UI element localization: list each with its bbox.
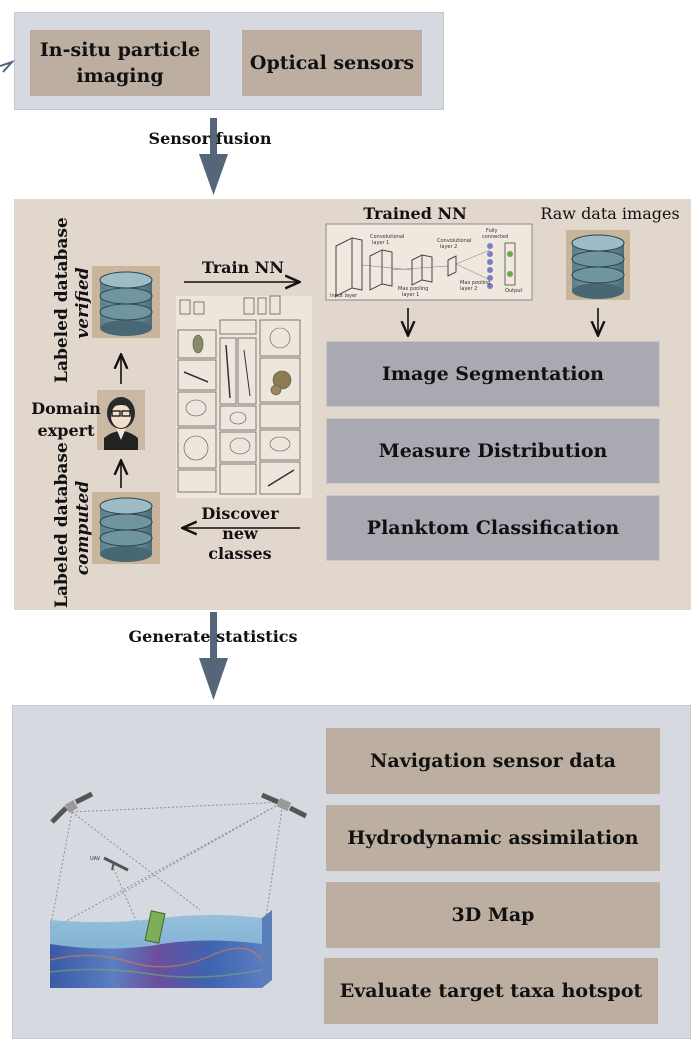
sensor-fusion-arrow: [199, 118, 228, 195]
hydrodynamic-label: Hydrodynamic assimilation: [347, 827, 639, 849]
database-raw-icon: [566, 230, 630, 300]
svg-text:Convolutional: Convolutional: [370, 234, 404, 240]
plankton-classification-label: Planktom Classification: [366, 517, 620, 539]
measure-distribution-label: Measure Distribution: [378, 440, 608, 462]
discover-new-classes-label: Discover new classes: [201, 504, 279, 563]
satellite-right-icon: [260, 792, 308, 819]
incoming-arrow: [0, 59, 16, 73]
svg-text:Convolutional: Convolutional: [437, 238, 471, 244]
svg-text:Output: Output: [505, 288, 522, 294]
svg-text:layer 1: layer 1: [372, 240, 389, 246]
trained-nn-label: Trained NN: [363, 204, 467, 223]
train-nn-label: Train NN: [201, 258, 285, 277]
domain-expert-label: Domain expert: [31, 399, 101, 440]
labeled-computed-line1: Labeled database: [52, 442, 72, 608]
navigation-sensor-label: Navigation sensor data: [370, 750, 616, 772]
svg-text:layer 1: layer 1: [402, 292, 419, 298]
hotspot-box: Evaluate target taxa hotspot: [324, 958, 658, 1024]
raw-data-images-label: Raw data images: [540, 204, 680, 223]
svg-text:Max pooling: Max pooling: [460, 280, 490, 286]
svg-text:Fully: Fully: [486, 228, 498, 234]
optical-sensors-label: Optical sensors: [249, 52, 415, 74]
sensor-fusion-label: Sensor fusion: [148, 129, 272, 148]
hotspot-label: Evaluate target taxa hotspot: [339, 980, 643, 1002]
labeled-computed-line2: computed: [73, 480, 93, 576]
image-segmentation-box: Image Segmentation: [326, 341, 660, 407]
plankton-classification-box: Planktom Classification: [326, 495, 660, 561]
svg-text:Input layer: Input layer: [330, 293, 358, 299]
generate-statistics-arrow: [199, 612, 228, 700]
plankton-sample-grid: [176, 295, 312, 498]
labeled-verified-label: Labeled database verified: [52, 217, 96, 383]
3d-map-illustration: UAV: [49, 791, 308, 988]
database-verified-icon: [92, 266, 160, 338]
generate-statistics-label: Generate statistics: [128, 627, 298, 646]
navigation-sensor-box: Navigation sensor data: [326, 728, 660, 794]
labeled-verified-line1: Labeled database: [52, 217, 72, 383]
hydrodynamic-box: Hydrodynamic assimilation: [326, 805, 660, 871]
svg-text:connected: connected: [482, 234, 508, 240]
labeled-verified-line2: verified: [73, 267, 93, 339]
in-situ-imaging-box: In-situ particle imaging: [30, 30, 210, 96]
3d-map-label: 3D Map: [451, 904, 535, 926]
3d-map-box: 3D Map: [326, 882, 660, 948]
optical-sensors-box: Optical sensors: [242, 30, 422, 96]
svg-text:layer 2: layer 2: [460, 286, 477, 292]
image-segmentation-label: Image Segmentation: [382, 363, 604, 385]
svg-text:UAV: UAV: [90, 856, 101, 862]
measure-distribution-box: Measure Distribution: [326, 418, 660, 484]
labeled-computed-label: Labeled database computed: [52, 442, 96, 608]
uav-icon: UAV: [90, 856, 129, 872]
domain-expert-avatar-icon: [97, 390, 145, 450]
database-computed-icon: [92, 492, 160, 564]
svg-text:Max pooling: Max pooling: [398, 286, 428, 292]
in-situ-imaging-label: In-situ particle imaging: [39, 39, 201, 87]
satellite-left-icon: [50, 791, 94, 824]
svg-text:layer 2: layer 2: [440, 244, 457, 250]
